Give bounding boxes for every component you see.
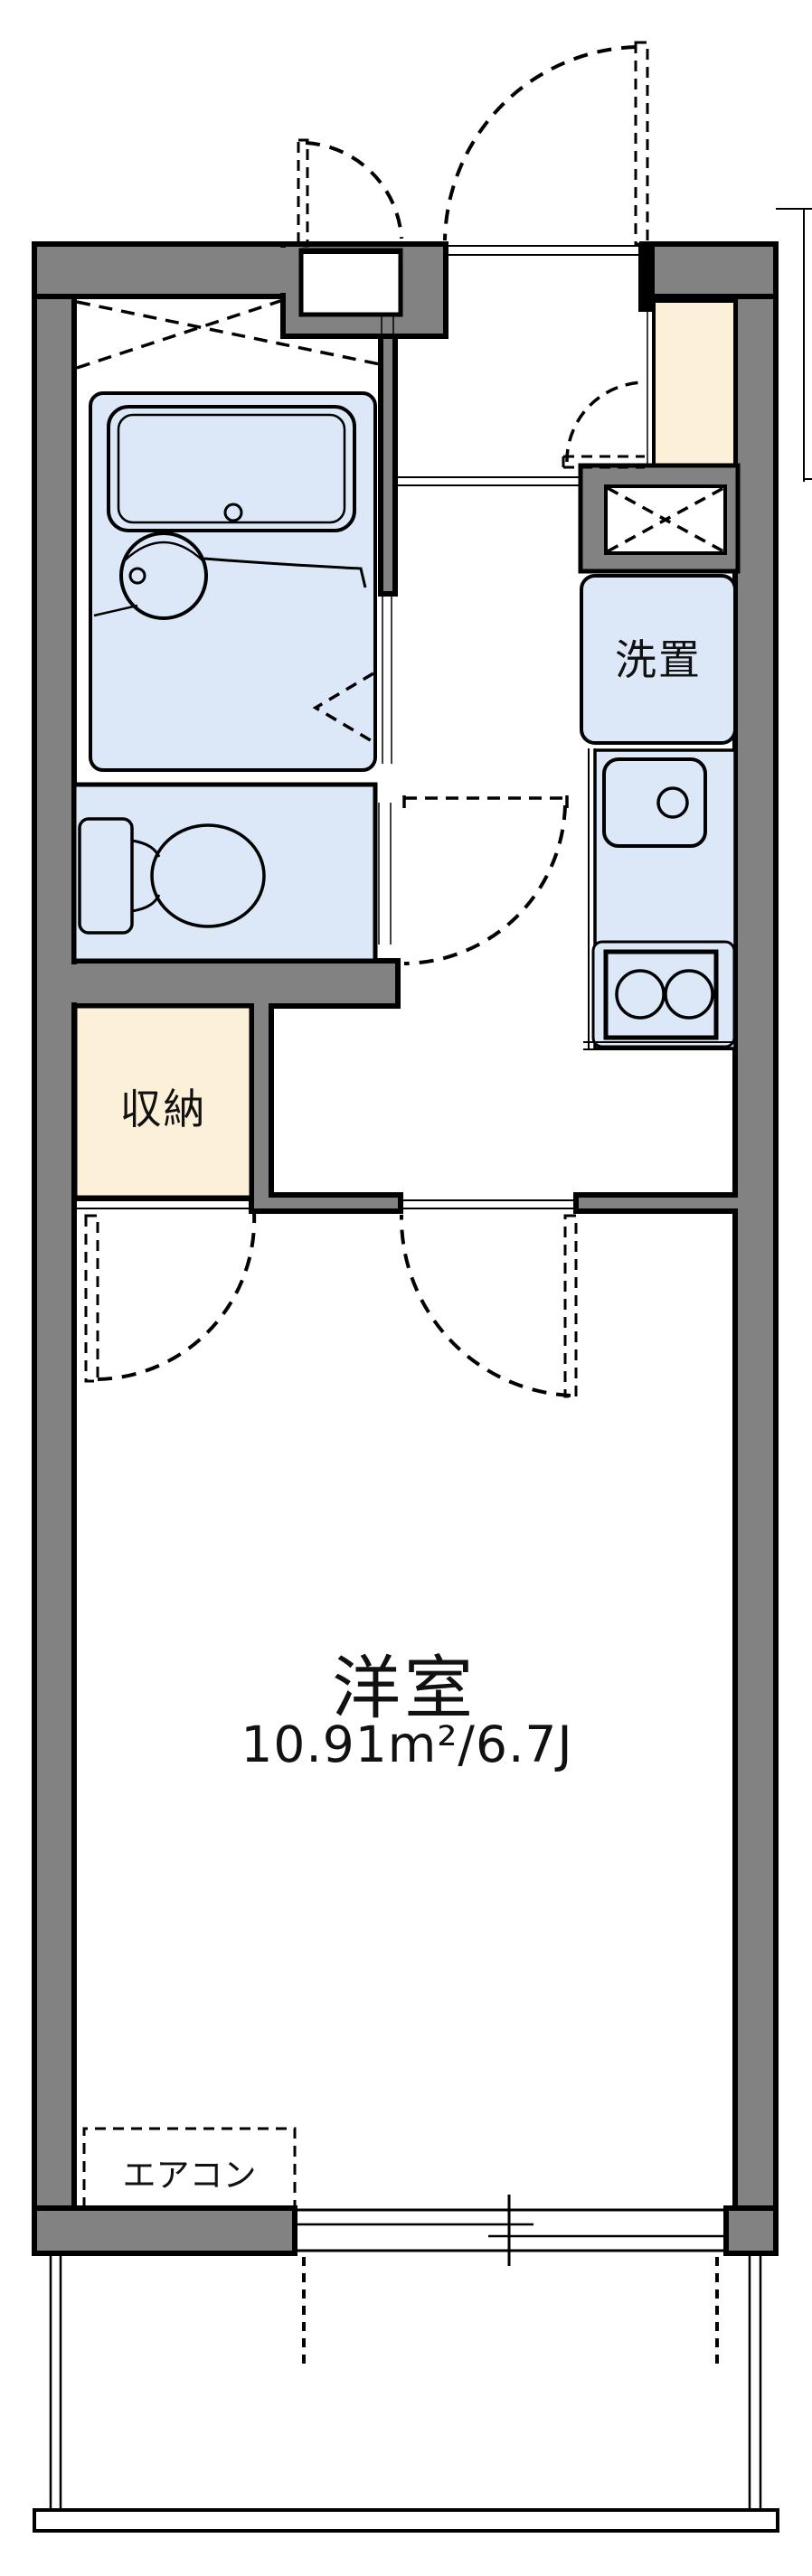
room-door-swing	[399, 1214, 571, 1397]
exterior-corridor-lines	[776, 208, 812, 482]
genkan-door-leaf	[562, 455, 645, 469]
entrance-door-leaf	[634, 41, 649, 246]
utility-door-swing	[305, 141, 403, 240]
utility-door-leaf	[297, 138, 309, 248]
air-conditioner-label: エアコン	[122, 2156, 257, 2195]
wall-room-top-2	[573, 1192, 738, 1214]
western-room-label: 洋室	[332, 1648, 477, 1728]
washroom-door-leaf	[402, 795, 569, 811]
wall-top-right	[639, 241, 779, 299]
genkan-door-swing	[565, 381, 646, 463]
wall-storage-right	[249, 1003, 274, 1214]
bathroom-folding-door	[312, 672, 374, 744]
storage-label: 収納	[119, 1085, 207, 1133]
basin-faucet	[128, 567, 146, 585]
wall-right	[732, 241, 779, 2256]
entrance-door-jamb	[638, 246, 655, 312]
storage-door-swing	[97, 1211, 257, 1381]
storage-floor	[72, 1003, 254, 1200]
wall-left	[32, 241, 77, 2256]
balcony-wall-left	[49, 2253, 62, 2511]
washing-machine-space	[580, 574, 737, 745]
entrance-door-swing	[443, 45, 637, 241]
bathtub-drain	[223, 503, 243, 522]
room-door-leaf	[563, 1214, 578, 1398]
western-room-area: 10.91m²/6.7J	[241, 1716, 573, 1773]
bathtub	[107, 405, 356, 532]
doors	[75, 41, 649, 1398]
toilet-bowl	[150, 823, 266, 928]
toilet-tank	[78, 817, 134, 935]
entrance-threshold	[446, 245, 642, 256]
aircon-box	[82, 2127, 297, 2208]
laundry-label: 洗置	[615, 635, 702, 684]
wash-basin	[119, 531, 208, 620]
storage-closet	[72, 1003, 254, 1200]
balcony-floor-rail	[33, 2508, 779, 2533]
balcony-partitions	[302, 2257, 719, 2365]
stove-burner-right	[664, 969, 714, 1020]
kitchen	[578, 463, 741, 1050]
kitchen-sink	[602, 757, 707, 848]
doorway-frames	[75, 1199, 576, 1209]
stove-burner-left	[615, 969, 666, 1020]
sink-drain	[656, 786, 689, 819]
shoe-cabinet	[652, 299, 737, 469]
balcony-wall-right	[748, 2253, 762, 2511]
washroom-door-swing	[403, 804, 567, 965]
bath-counter-line	[203, 557, 367, 588]
entrance-niche	[298, 248, 403, 317]
overhead-cabinet-x	[76, 297, 381, 370]
genkan-step-line	[395, 476, 581, 486]
bathroom	[76, 297, 392, 772]
wall-bathroom-right	[378, 334, 398, 597]
storage-door-leaf	[84, 1214, 99, 1383]
wall-toilet-bottom	[71, 958, 401, 1009]
toilet-room	[71, 782, 392, 964]
window-and-balcony	[33, 2127, 779, 2533]
wall-room-top-1	[249, 1192, 403, 1214]
stove	[603, 949, 719, 1040]
